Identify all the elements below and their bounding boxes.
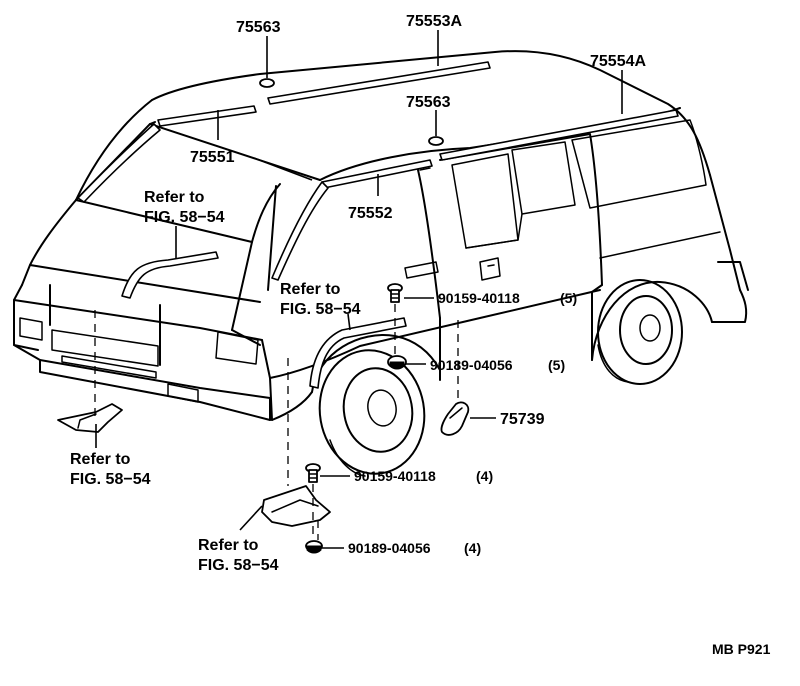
van-body-outline bbox=[13, 50, 749, 477]
label-75554a: 75554A bbox=[590, 53, 646, 70]
label-nut-lower: 90189-04056 bbox=[348, 540, 431, 556]
label-75551: 75551 bbox=[190, 149, 235, 166]
label-bolt-lower-qty: (4) bbox=[476, 468, 493, 484]
label-75553a: 75553A bbox=[406, 13, 462, 30]
label-75563-mid: 75563 bbox=[406, 94, 451, 111]
label-75739: 75739 bbox=[500, 411, 545, 428]
ref-windshield-line1: Refer to bbox=[144, 189, 205, 206]
ref-lower-bracket-line1: Refer to bbox=[198, 537, 259, 554]
label-bolt-lower: 90159-40118 bbox=[354, 468, 436, 484]
ref-fender-line2: FIG. 58−54 bbox=[280, 301, 361, 318]
ref-windshield-line2: FIG. 58−54 bbox=[144, 209, 225, 226]
label-nut-lower-qty: (4) bbox=[464, 540, 481, 556]
part-labels: 75563 75553A 75554A 75563 75551 75552 75… bbox=[190, 13, 646, 556]
ref-lower-bracket-line2: FIG. 58−54 bbox=[198, 557, 279, 574]
bolt-lower-icon bbox=[305, 463, 321, 483]
label-bolt-upper-qty: (5) bbox=[560, 290, 577, 306]
ref-front-bracket-line2: FIG. 58−54 bbox=[70, 471, 151, 488]
label-75552: 75552 bbox=[348, 205, 393, 222]
ref-front-bracket-line1: Refer to bbox=[70, 451, 131, 468]
nut-upper-icon bbox=[387, 355, 407, 370]
leader-lines bbox=[95, 30, 623, 549]
assembly-lines bbox=[94, 304, 459, 540]
bolt-upper-icon bbox=[387, 283, 403, 303]
label-nut-upper: 90189-04056 bbox=[430, 357, 513, 373]
ref-fender-line1: Refer to bbox=[280, 281, 341, 298]
nut-lower-icon bbox=[305, 540, 323, 554]
reference-notes: Refer to FIG. 58−54 Refer to FIG. 58−54 … bbox=[70, 189, 361, 574]
label-nut-upper-qty: (5) bbox=[548, 357, 565, 373]
label-bolt-upper: 90159-40118 bbox=[438, 290, 520, 306]
drawing-code: MB P921 bbox=[712, 641, 771, 657]
label-75563-top: 75563 bbox=[236, 19, 281, 36]
